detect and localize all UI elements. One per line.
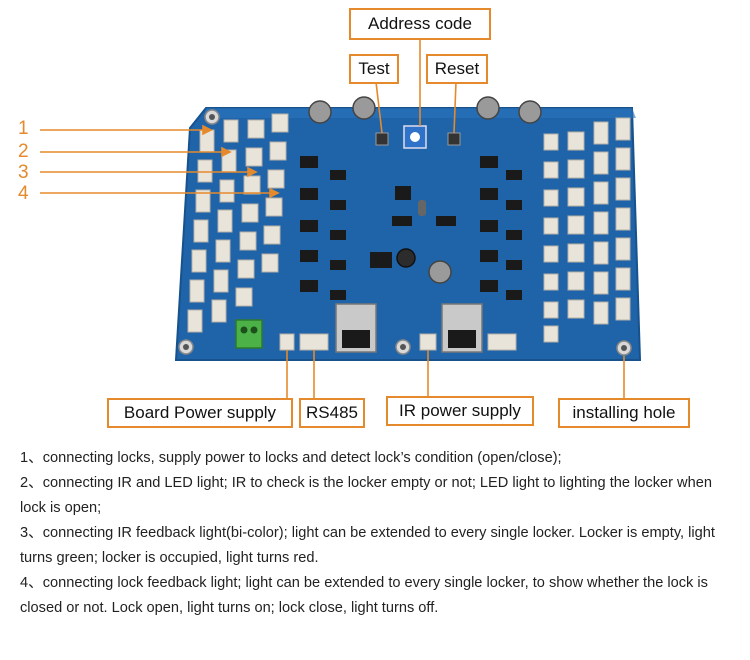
right-connectors [543, 117, 631, 343]
reset-button [447, 132, 461, 146]
board-power-supply-label: Board Power supply [107, 398, 293, 428]
callout-number-2: 2 [18, 141, 29, 162]
rs485-connector [299, 333, 329, 351]
aux-connector [487, 333, 517, 351]
description-item-2: 2、connecting IR and LED light; IR to che… [20, 475, 712, 516]
callout-number-3: 3 [18, 162, 29, 183]
capacitors [308, 96, 542, 284]
ic-chips [300, 156, 522, 300]
description-item-1: 1、connecting locks, supply power to lock… [20, 450, 562, 466]
test-label: Test [349, 54, 399, 84]
reset-label: Reset [426, 54, 488, 84]
board-power-connector [279, 333, 295, 351]
description-item-3: 3、connecting IR feedback light(bi-color)… [20, 525, 715, 566]
board-diagram [40, 40, 642, 400]
rs485-label: RS485 [299, 398, 365, 428]
description-list: 1、connecting locks, supply power to lock… [20, 446, 735, 621]
description-item-4: 4、connecting lock feedback light; light … [20, 575, 708, 616]
left-connectors [187, 113, 289, 333]
ir-power-connector [419, 333, 437, 351]
ir-power-supply-label: IR power supply [386, 396, 534, 426]
address-code-label: Address code [349, 8, 491, 40]
installing-hole-label: installing hole [558, 398, 690, 428]
power-terminal [235, 319, 263, 349]
callout-number-1: 1 [18, 118, 29, 139]
callout-lines [40, 40, 625, 400]
test-button [375, 132, 389, 146]
callout-number-4: 4 [18, 183, 29, 204]
